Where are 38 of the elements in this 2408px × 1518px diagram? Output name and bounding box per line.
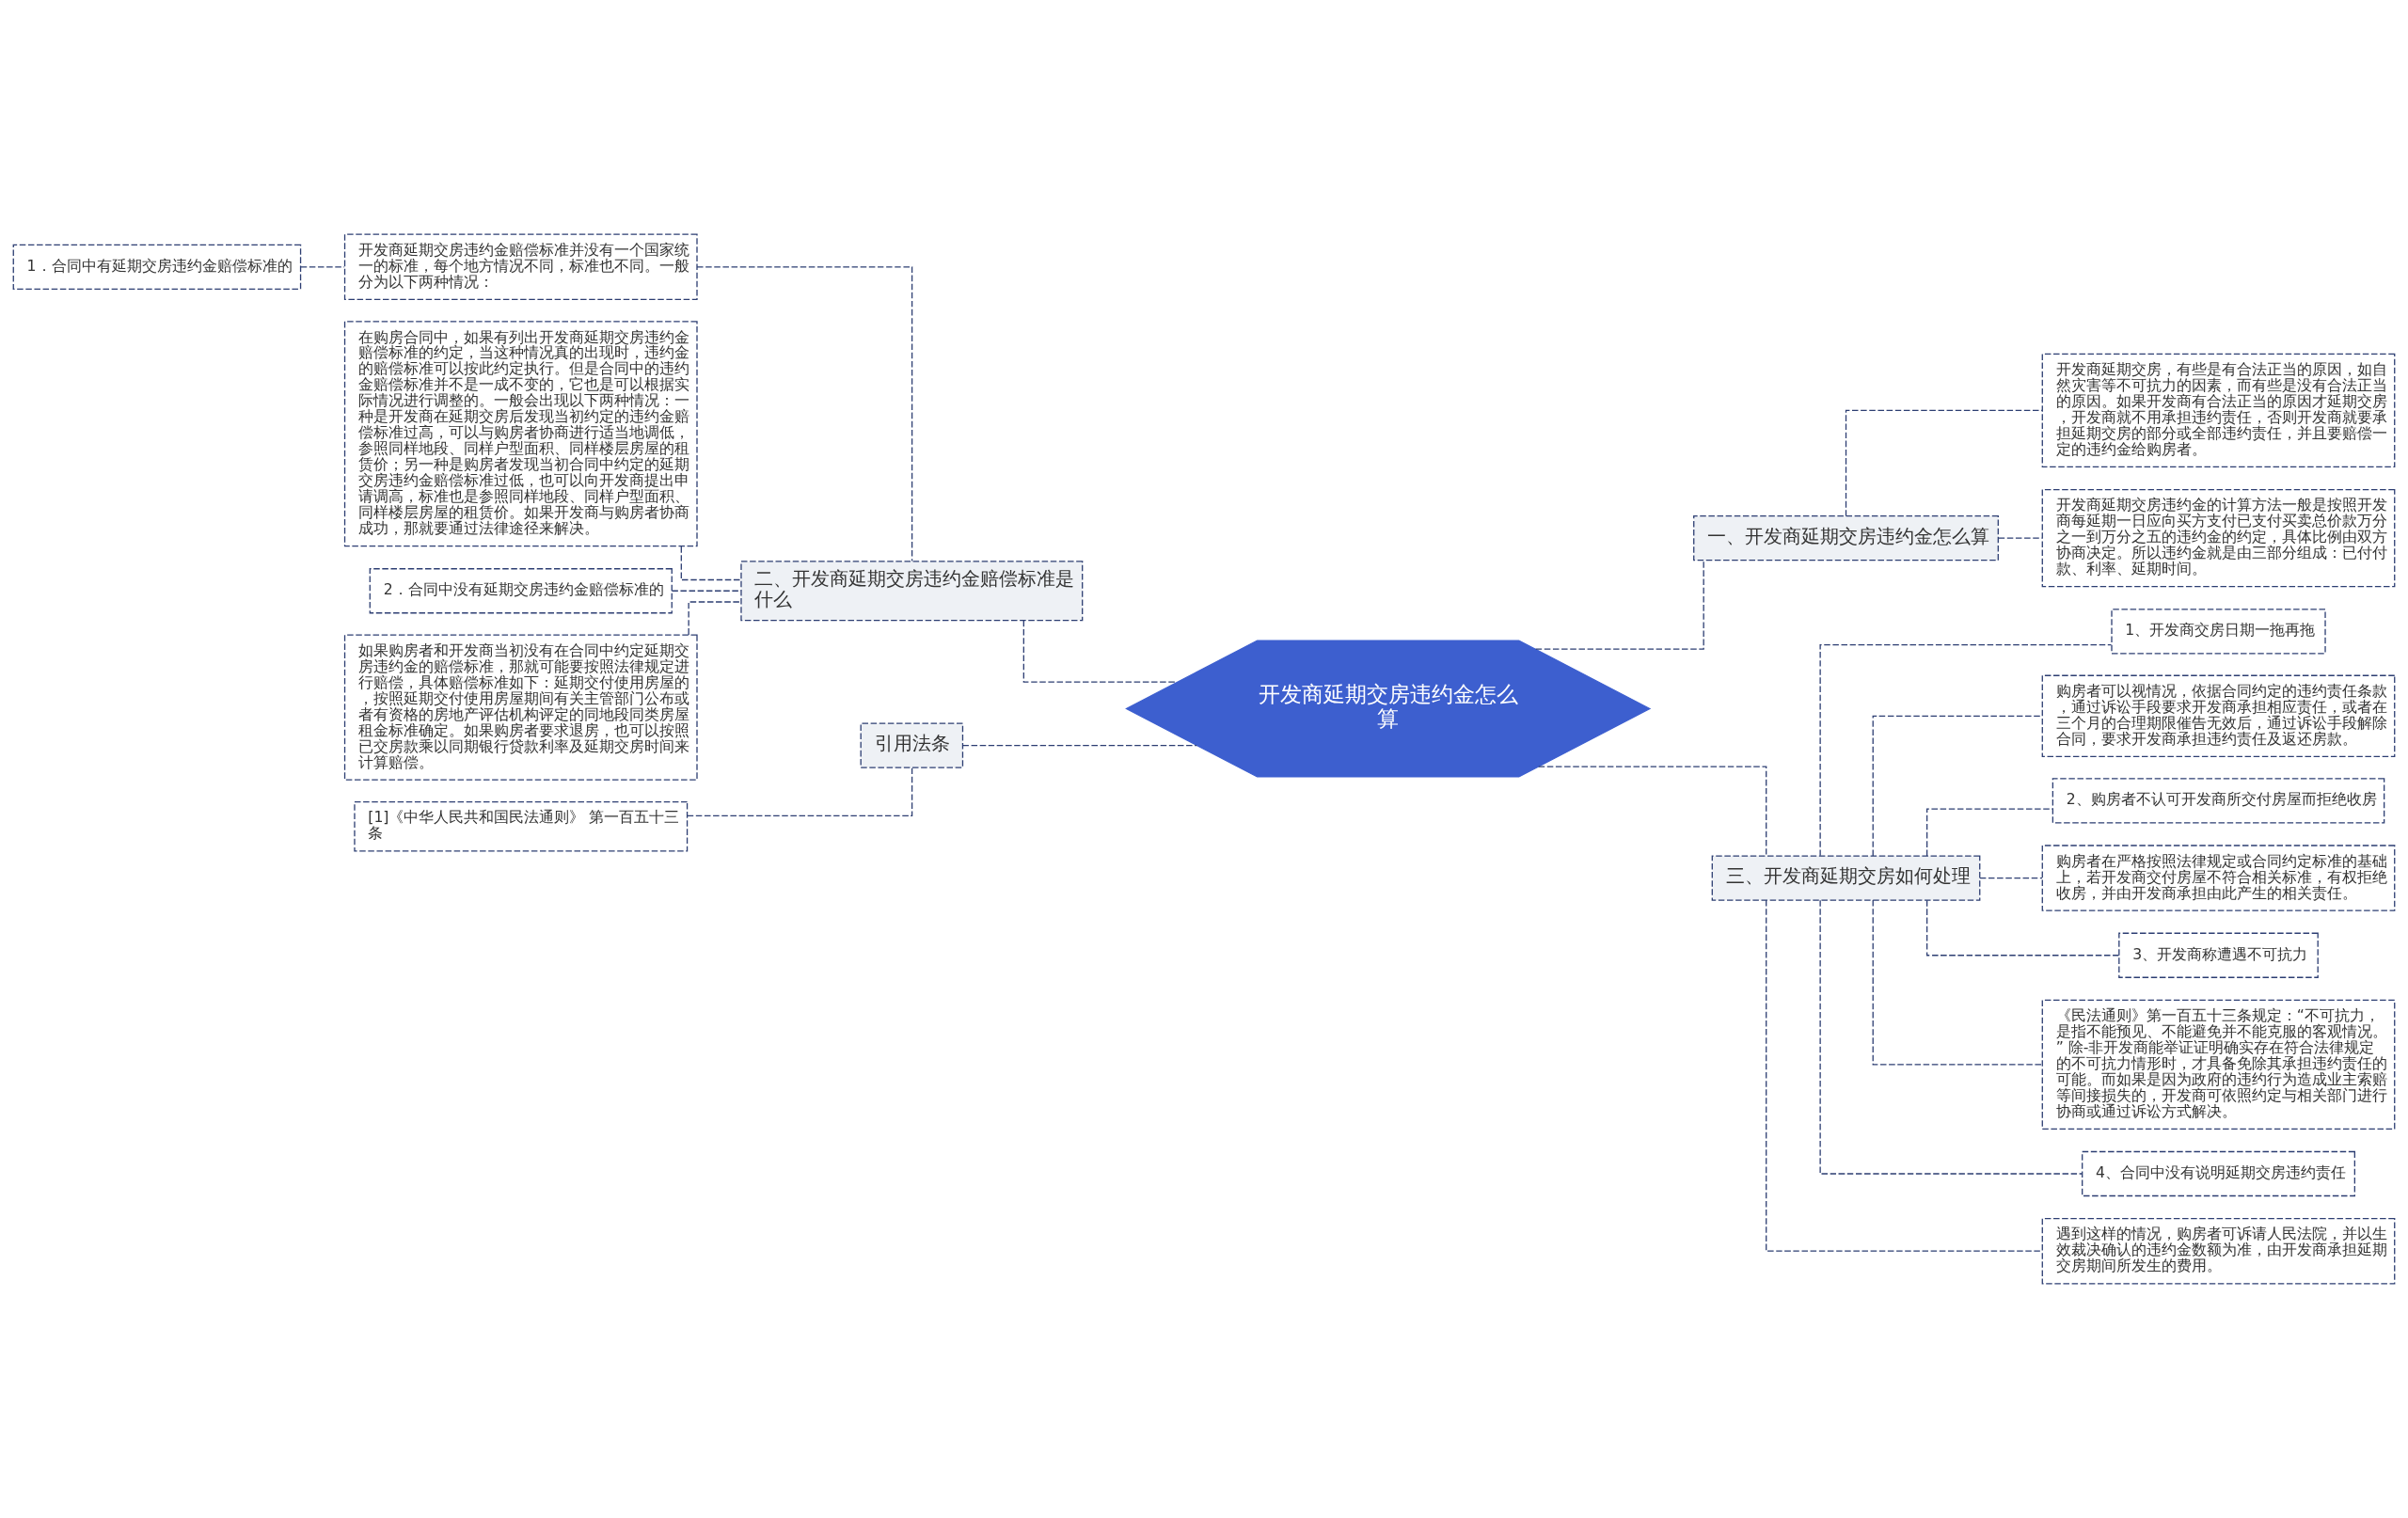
connector <box>1979 877 2043 879</box>
node-box: 开发商延期交房违约金赔偿标准并没有一个国家统一的标准，每个地方情况不同，标准也不同。一般分为以下两种情况： <box>343 233 698 300</box>
node-box: 遇到这样的情况，购房者可诉请人民法院，并以生效裁决确认的违约金数额为准，由开发商承担延期交房期间所发生的费用。 <box>2041 1218 2396 1285</box>
node-box: 4、合同中没有说明延期交房违约责任 <box>2082 1150 2355 1197</box>
node-box: 3、开发商称遭遇不可抗力 <box>2118 932 2319 978</box>
connector <box>1538 766 1767 857</box>
connector <box>1845 409 2043 517</box>
connector <box>1926 899 2120 957</box>
connector <box>300 266 345 268</box>
node-box: 购房者可以视情况，依据合同约定的违约责任条款，通过诉讼手段要求开发商承担相应责任，或者在三个月的合理期限催告无效后，通过诉讼手段解除合同，要求开发商承担违约责任及返还房款。 <box>2041 674 2396 758</box>
connector <box>696 266 913 562</box>
node-box: 开发商延期交房，有些是有合法正当的原因，如自然灾害等不可抗力的因素，而有些是没有合法正当的原因。如果开发商有合法正当的原因才延期交房，开发商就不用承担违约责任，否则开发商就要承担延期交房的部分或全部违约责任，并且要赔偿一定的违约金给购房者。 <box>2041 353 2396 468</box>
connector <box>680 546 742 581</box>
connector <box>687 767 913 817</box>
connector <box>1872 899 2043 1066</box>
node-box: 一、开发商延期交房违约金怎么算 <box>1693 515 1999 561</box>
connector <box>1535 560 1704 650</box>
connector <box>1926 808 2053 857</box>
node-box: 《民法通则》第一百五十三条规定：“不可抗力，是指不能预见、不能避免并不能克服的客观情况。” 除-非开发商能举证证明确实存在符合法律规定的不可抗力情形时，才具备免除其承担违约责任的可能。而如果是因为政府的违约行为造成业主索赔等间接损失的，开发商可依照约定与相关部门进行协商或通过诉讼方式解决。 <box>2041 999 2396 1131</box>
node-box: 引用法条 <box>860 722 964 768</box>
node-box: 三、开发商延期交房如何处理 <box>1711 855 1981 901</box>
node-box: 如果购房者和开发商当初没有在合同中约定延期交房违约金的赔偿标准，那就可能要按照法律规定进行赔偿，具体赔偿标准如下：延期交付使用房屋的，按照延期交付使用房屋期间有关主管部门公布或者有资格的房地产评估机构评定的同地段同类房屋租金标准确定。如果购房者要求退房，也可以按照已交房款乘以同期银行贷款利率及延期交房时间来计算赔偿。 <box>343 634 698 781</box>
connector <box>961 745 1197 747</box>
node-box: 1．合同中有延期交房违约金赔偿标准的 <box>12 244 302 290</box>
node-box: 2、购房者不认可开发商所交付房屋而拒绝收房 <box>2052 778 2385 824</box>
connector <box>1872 715 2043 857</box>
node-box: 在购房合同中，如果有列出开发商延期交房违约金赔偿标准的约定，当这种情况真的出现时，违约金的赔偿标准可以按此约定执行。但是合同中的违约金赔偿标准并不是一成不变的，它也是可以根据实际情况进行调整的。一般会出现以下两种情况：一种是开发商在延期交房后发现当初约定的违约金赔偿标准过高，可以与购房者协商进行适当地调低，参照同样地段、同样户型面积、同样楼层房屋的租赁价；另一种是购房者发现当初合同中约定的延期交房违约金赔偿标准过低，也可以向开发商提出申请调高，标准也是参照同样地段、同样户型面积、同样楼层房屋的租赁价。如果开发商与购房者协商成功，那就要通过法律途径来解决。 <box>343 321 698 547</box>
node-box: 2．合同中没有延期交房违约金赔偿标准的 <box>369 568 673 614</box>
node-box: 二、开发商延期交房违约金赔偿标准是什么 <box>740 561 1084 622</box>
connector <box>1819 644 2113 857</box>
node-box: 购房者在严格按照法律规定或合同约定标准的基础上，若开发商交付房屋不符合相关标准，有权拒绝收房，并由开发商承担由此产生的相关责任。 <box>2041 845 2396 911</box>
connector <box>1998 537 2043 539</box>
connector <box>688 601 742 636</box>
node-box: [1]《中华人民共和国民法通则》 第一百五十三条 <box>354 801 689 852</box>
connector <box>1766 899 2043 1252</box>
node-box: 开发商延期交房违约金的计算方法一般是按照开发商每延期一日应向买方支付已支付买卖总价款万分之一到万分之五的违约金的约定，具体比例由双方协商决定。所以违约金就是由三部分组成：已付付款、利率、延期时间。 <box>2041 488 2396 588</box>
connector <box>1819 899 2083 1175</box>
node-box: 1、开发商交房日期一拖再拖 <box>2111 609 2326 655</box>
